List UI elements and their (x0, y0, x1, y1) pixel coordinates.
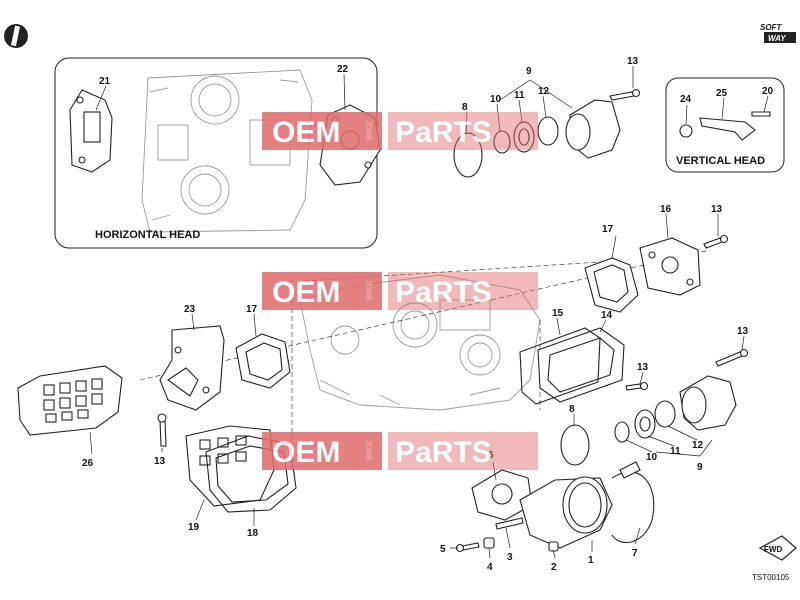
callout-13-right-mid: 13 (737, 326, 749, 337)
lower-bearing-group: 13 13 8 10 11 12 9 (560, 326, 749, 473)
horizontal-head-casting (141, 69, 313, 233)
part-12-ring-top (537, 116, 559, 146)
watermark-mid-oem: OEM (272, 276, 340, 309)
part-25-bracket (699, 117, 756, 141)
callout-9-top: 9 (526, 66, 532, 77)
callout-16: 16 (660, 204, 672, 215)
intake-group: 6 1 7 2 3 4 5 (440, 450, 655, 573)
part-13-bolt-left (159, 419, 167, 447)
part-20-screw (751, 111, 771, 117)
part-15-gasket (519, 327, 601, 405)
watermark-top-bike: BIKE (365, 120, 374, 140)
reed-frame-grid (43, 378, 103, 423)
watermark-top-parts: PaRTS (395, 116, 492, 149)
part-18-gasket-left (205, 435, 297, 513)
vertical-head-label: VERTICAL HEAD (676, 155, 765, 167)
callout-1: 1 (588, 555, 594, 566)
softway-logo: SOFT WAY (760, 23, 796, 43)
callout-8-top: 8 (462, 102, 468, 113)
logo-line2: WAY (768, 34, 786, 43)
callout-20: 20 (762, 86, 774, 97)
callout-5: 5 (440, 544, 446, 555)
corner-emblem-icon (4, 24, 28, 48)
top-bearing-group: 9 10 11 12 8 13 (453, 56, 641, 178)
watermark-mid-parts: PaRTS (395, 276, 492, 309)
part-13-bolt-right-upper (703, 237, 723, 249)
part-8-oring-bottom (560, 424, 590, 466)
callout-4: 4 (487, 562, 493, 573)
part-7-clamp (611, 471, 655, 543)
horizontal-head-box: 21 22 HORIZONTAL HEAD (54, 57, 381, 249)
part-10-circlip-bottom (614, 421, 630, 443)
callout-8-bottom: 8 (569, 404, 575, 415)
part-3-stud (495, 517, 524, 530)
callout-21: 21 (99, 76, 111, 87)
watermark-top: OEM BIKE PaRTS (262, 112, 538, 150)
watermark-bottom-bike: BIKE (365, 440, 374, 460)
callout-6: 6 (488, 450, 494, 461)
callout-26: 26 (82, 458, 94, 469)
callout-13-top: 13 (627, 56, 639, 67)
part-8-oring-top (453, 132, 483, 178)
callout-11-top: 11 (514, 90, 525, 101)
part-23-bracket (159, 325, 225, 411)
watermark-bottom-parts: PaRTS (395, 436, 492, 469)
callout-10-bottom: 10 (646, 452, 658, 463)
callout-9-bottom: 9 (697, 462, 703, 473)
part-12-ring-bottom (654, 400, 676, 428)
callout-19: 19 (188, 522, 200, 533)
callout-13-left: 13 (154, 456, 166, 467)
callout-22: 22 (337, 64, 349, 75)
watermark-mid-bike: BIKE (365, 280, 374, 300)
callout-13-right-lower: 13 (637, 362, 649, 373)
callout-18: 18 (247, 528, 259, 539)
part-24-bushing (679, 124, 693, 138)
left-plate-group: 23 17 26 13 19 18 (17, 304, 297, 539)
watermark-top-oem: OEM (272, 116, 340, 149)
drawing-code: TST00105 (752, 573, 790, 582)
callout-23: 23 (184, 304, 196, 315)
callout-10-top: 10 (490, 94, 502, 105)
engine-case-ghost (139, 249, 711, 460)
part-13-bolt-top (609, 91, 635, 101)
callout-3: 3 (507, 552, 513, 563)
logo-line1: SOFT (760, 23, 782, 32)
watermark-middle: OEM BIKE PaRTS (262, 272, 538, 310)
callout-15: 15 (552, 308, 564, 319)
part-2-nut (548, 541, 559, 552)
callout-25: 25 (716, 88, 728, 99)
callout-7: 7 (632, 548, 638, 559)
part-5-screw (461, 542, 480, 551)
part-10-circlip-top (493, 130, 511, 154)
callout-17-right: 17 (602, 224, 614, 235)
part-13-bolt-right-lower (625, 383, 642, 391)
callout-17-left: 17 (246, 304, 258, 315)
horizontal-head-label: HORIZONTAL HEAD (95, 229, 200, 241)
callout-11-bottom: 11 (670, 446, 681, 457)
part-13-bolt-right-mid (715, 351, 743, 367)
callout-2: 2 (551, 562, 557, 573)
watermark-bottom: OEM BIKE PaRTS (262, 432, 538, 470)
right-plate-group: 17 16 13 15 14 (519, 204, 729, 405)
fwd-arrow-icon: FWD (758, 535, 797, 561)
part-4-washer (483, 537, 495, 549)
callout-14: 14 (601, 310, 613, 321)
callout-12-top: 12 (538, 86, 550, 97)
callout-12-bottom: 12 (692, 440, 704, 451)
callout-24: 24 (680, 94, 692, 105)
fwd-label: FWD (764, 545, 782, 554)
vertical-head-box: 24 25 20 VERTICAL HEAD (665, 77, 785, 173)
callout-13-right-upper: 13 (711, 204, 723, 215)
watermark-bottom-oem: OEM (272, 436, 340, 469)
